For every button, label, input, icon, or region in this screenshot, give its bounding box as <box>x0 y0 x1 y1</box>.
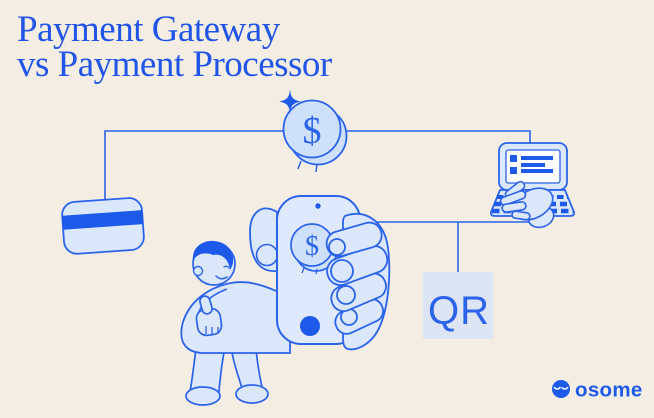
laptop-screen-content <box>510 155 553 174</box>
phone-coin-dollar-symbol: $ <box>305 231 319 262</box>
person-thumb <box>199 295 213 315</box>
osome-face-icon <box>552 380 570 398</box>
qr-code-icon: QR <box>423 272 493 339</box>
osome-face-eyes <box>553 386 569 390</box>
brand-wordmark: osome <box>575 379 643 402</box>
coin-dollar-icon: $ <box>279 89 348 173</box>
typing-hand-icon <box>499 180 555 229</box>
sparkle-icon <box>279 89 301 114</box>
person-ear <box>192 265 204 277</box>
person-hair <box>192 240 234 270</box>
coin-dollar-symbol: $ <box>303 110 322 152</box>
phone-home-button <box>300 316 320 336</box>
fist-finger-lines <box>205 326 219 335</box>
person-smile <box>215 275 228 280</box>
person-right-foot <box>235 384 269 404</box>
coin-ticks <box>297 160 318 173</box>
qr-label: QR <box>428 289 490 333</box>
person-left-foot <box>185 386 221 406</box>
phone-camera-dot <box>315 203 321 209</box>
hand-fingers <box>325 221 389 335</box>
hand-heel-detail <box>255 243 279 267</box>
brand-logo: osome <box>552 379 643 402</box>
title-line-2: vs Payment Processor <box>17 44 332 85</box>
person-thumbs-up-icon <box>180 240 291 406</box>
person-eye <box>223 265 230 269</box>
connector-lines <box>104 130 531 272</box>
qr-box <box>423 272 493 339</box>
laptop-with-hand-icon <box>489 142 576 229</box>
credit-card-icon <box>61 197 145 255</box>
connector-line-top <box>104 130 531 223</box>
page-title: Payment Gateway vs Payment Processor <box>17 9 332 85</box>
credit-card-stripe <box>62 210 143 230</box>
coin-face <box>282 99 342 159</box>
title-line-1: Payment Gateway <box>17 9 280 50</box>
person-left-leg <box>188 347 225 393</box>
hand-holding-phone-icon: $ <box>249 195 391 351</box>
